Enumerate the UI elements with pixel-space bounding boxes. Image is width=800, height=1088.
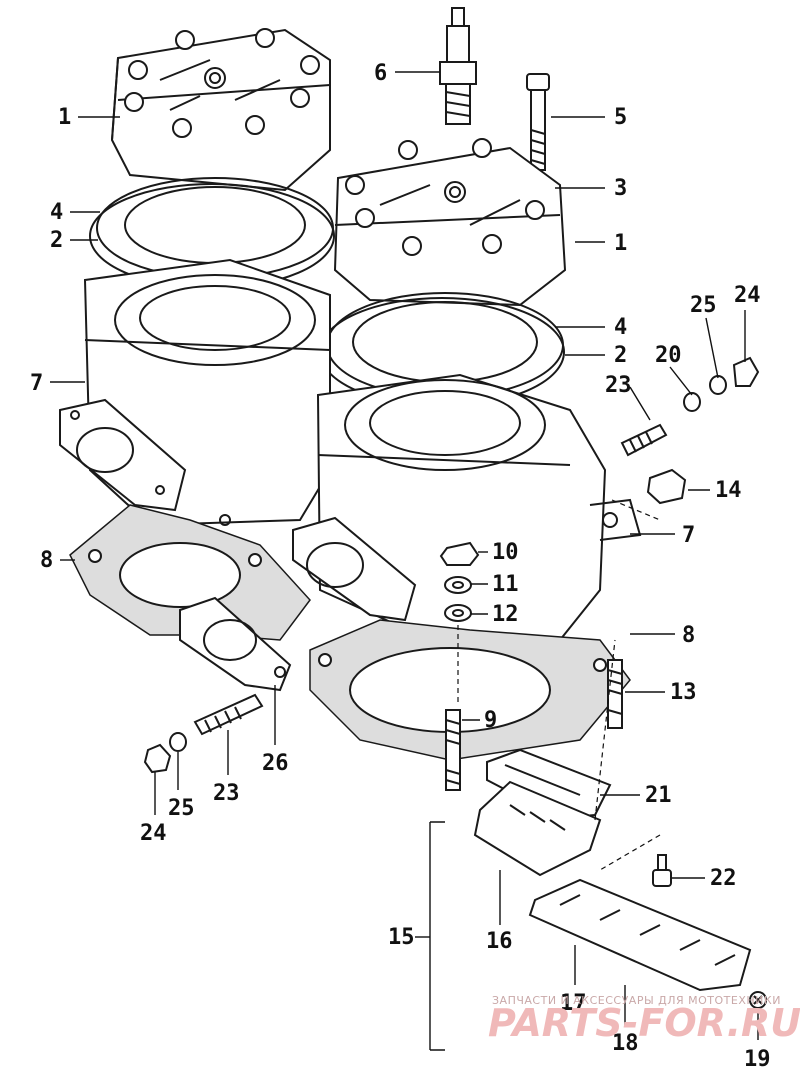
nut-washer-stack — [439, 541, 480, 705]
callout-21: 21 — [645, 783, 672, 808]
leader-lines — [50, 71, 759, 1051]
callout-19: 19 — [744, 1047, 771, 1072]
watermark: ЗАПЧАСТИ И АКСЕССУАРЫ ДЛЯ МОТОТЕХНИКИ PA… — [488, 994, 800, 1045]
callout-20: 20 — [655, 343, 682, 368]
screw-22 — [652, 854, 672, 887]
callout-4: 4 — [614, 315, 627, 340]
nut-24-left — [143, 743, 172, 774]
cylinder-head-left — [110, 28, 331, 192]
cylinder-right — [292, 373, 642, 641]
callout-15: 15 — [388, 925, 415, 950]
callout-24: 24 — [734, 283, 761, 308]
callout-3: 3 — [614, 176, 627, 201]
callout-22: 22 — [710, 866, 737, 891]
nut-24-right — [732, 356, 760, 387]
callout-13: 13 — [670, 680, 697, 705]
reed-petals — [528, 878, 752, 992]
callout-23: 23 — [213, 781, 240, 806]
callout-12: 12 — [492, 602, 519, 627]
lock-washer-25-right — [709, 375, 727, 395]
watermark-brand: PARTS-FOR.RU — [488, 1001, 800, 1045]
callout-11: 11 — [492, 572, 519, 597]
nut-14 — [646, 468, 687, 505]
callout-14: 14 — [715, 478, 742, 503]
base-gasket-left — [69, 504, 311, 641]
callout-8: 8 — [682, 623, 695, 648]
callout-23: 23 — [605, 373, 632, 398]
callout-17: 17 — [560, 991, 587, 1016]
callout-2: 2 — [50, 228, 63, 253]
callout-2: 2 — [614, 343, 627, 368]
watermark-tagline: ЗАПЧАСТИ И АКСЕССУАРЫ ДЛЯ МОТОТЕХНИКИ — [492, 994, 781, 1007]
screw-19 — [749, 991, 767, 1009]
cylinder-head-right — [333, 138, 567, 307]
stud-23-left — [193, 693, 264, 736]
callout-7: 7 — [30, 371, 43, 396]
callout-18: 18 — [612, 1031, 639, 1056]
callout-1: 1 — [58, 105, 71, 130]
base-gasket-right — [309, 619, 631, 761]
reed-valve-block — [473, 780, 602, 877]
callout-labels: 1 1 2 2 3 4 4 5 6 7 7 8 8 9 10 11 12 13 … — [30, 61, 771, 1072]
cylinder-left — [59, 258, 331, 527]
callout-26: 26 — [262, 751, 289, 776]
head-bolt — [526, 73, 550, 171]
callout-6: 6 — [374, 61, 387, 86]
callout-25: 25 — [690, 293, 717, 318]
callout-5: 5 — [614, 105, 627, 130]
callout-10: 10 — [492, 540, 519, 565]
stud-13 — [607, 659, 623, 729]
callout-9: 9 — [484, 708, 497, 733]
intake-flange — [179, 596, 292, 692]
callout-1: 1 — [614, 231, 627, 256]
callout-16: 16 — [486, 929, 513, 954]
washer-20 — [683, 392, 701, 412]
callout-8: 8 — [40, 548, 53, 573]
stud-23-right — [620, 423, 668, 457]
callout-24: 24 — [140, 821, 167, 846]
lock-washer-25-left — [169, 732, 187, 752]
callout-25: 25 — [168, 796, 195, 821]
callout-7: 7 — [682, 523, 695, 548]
stud-9 — [445, 709, 461, 791]
spark-plug — [439, 7, 477, 125]
callout-4: 4 — [50, 200, 63, 225]
